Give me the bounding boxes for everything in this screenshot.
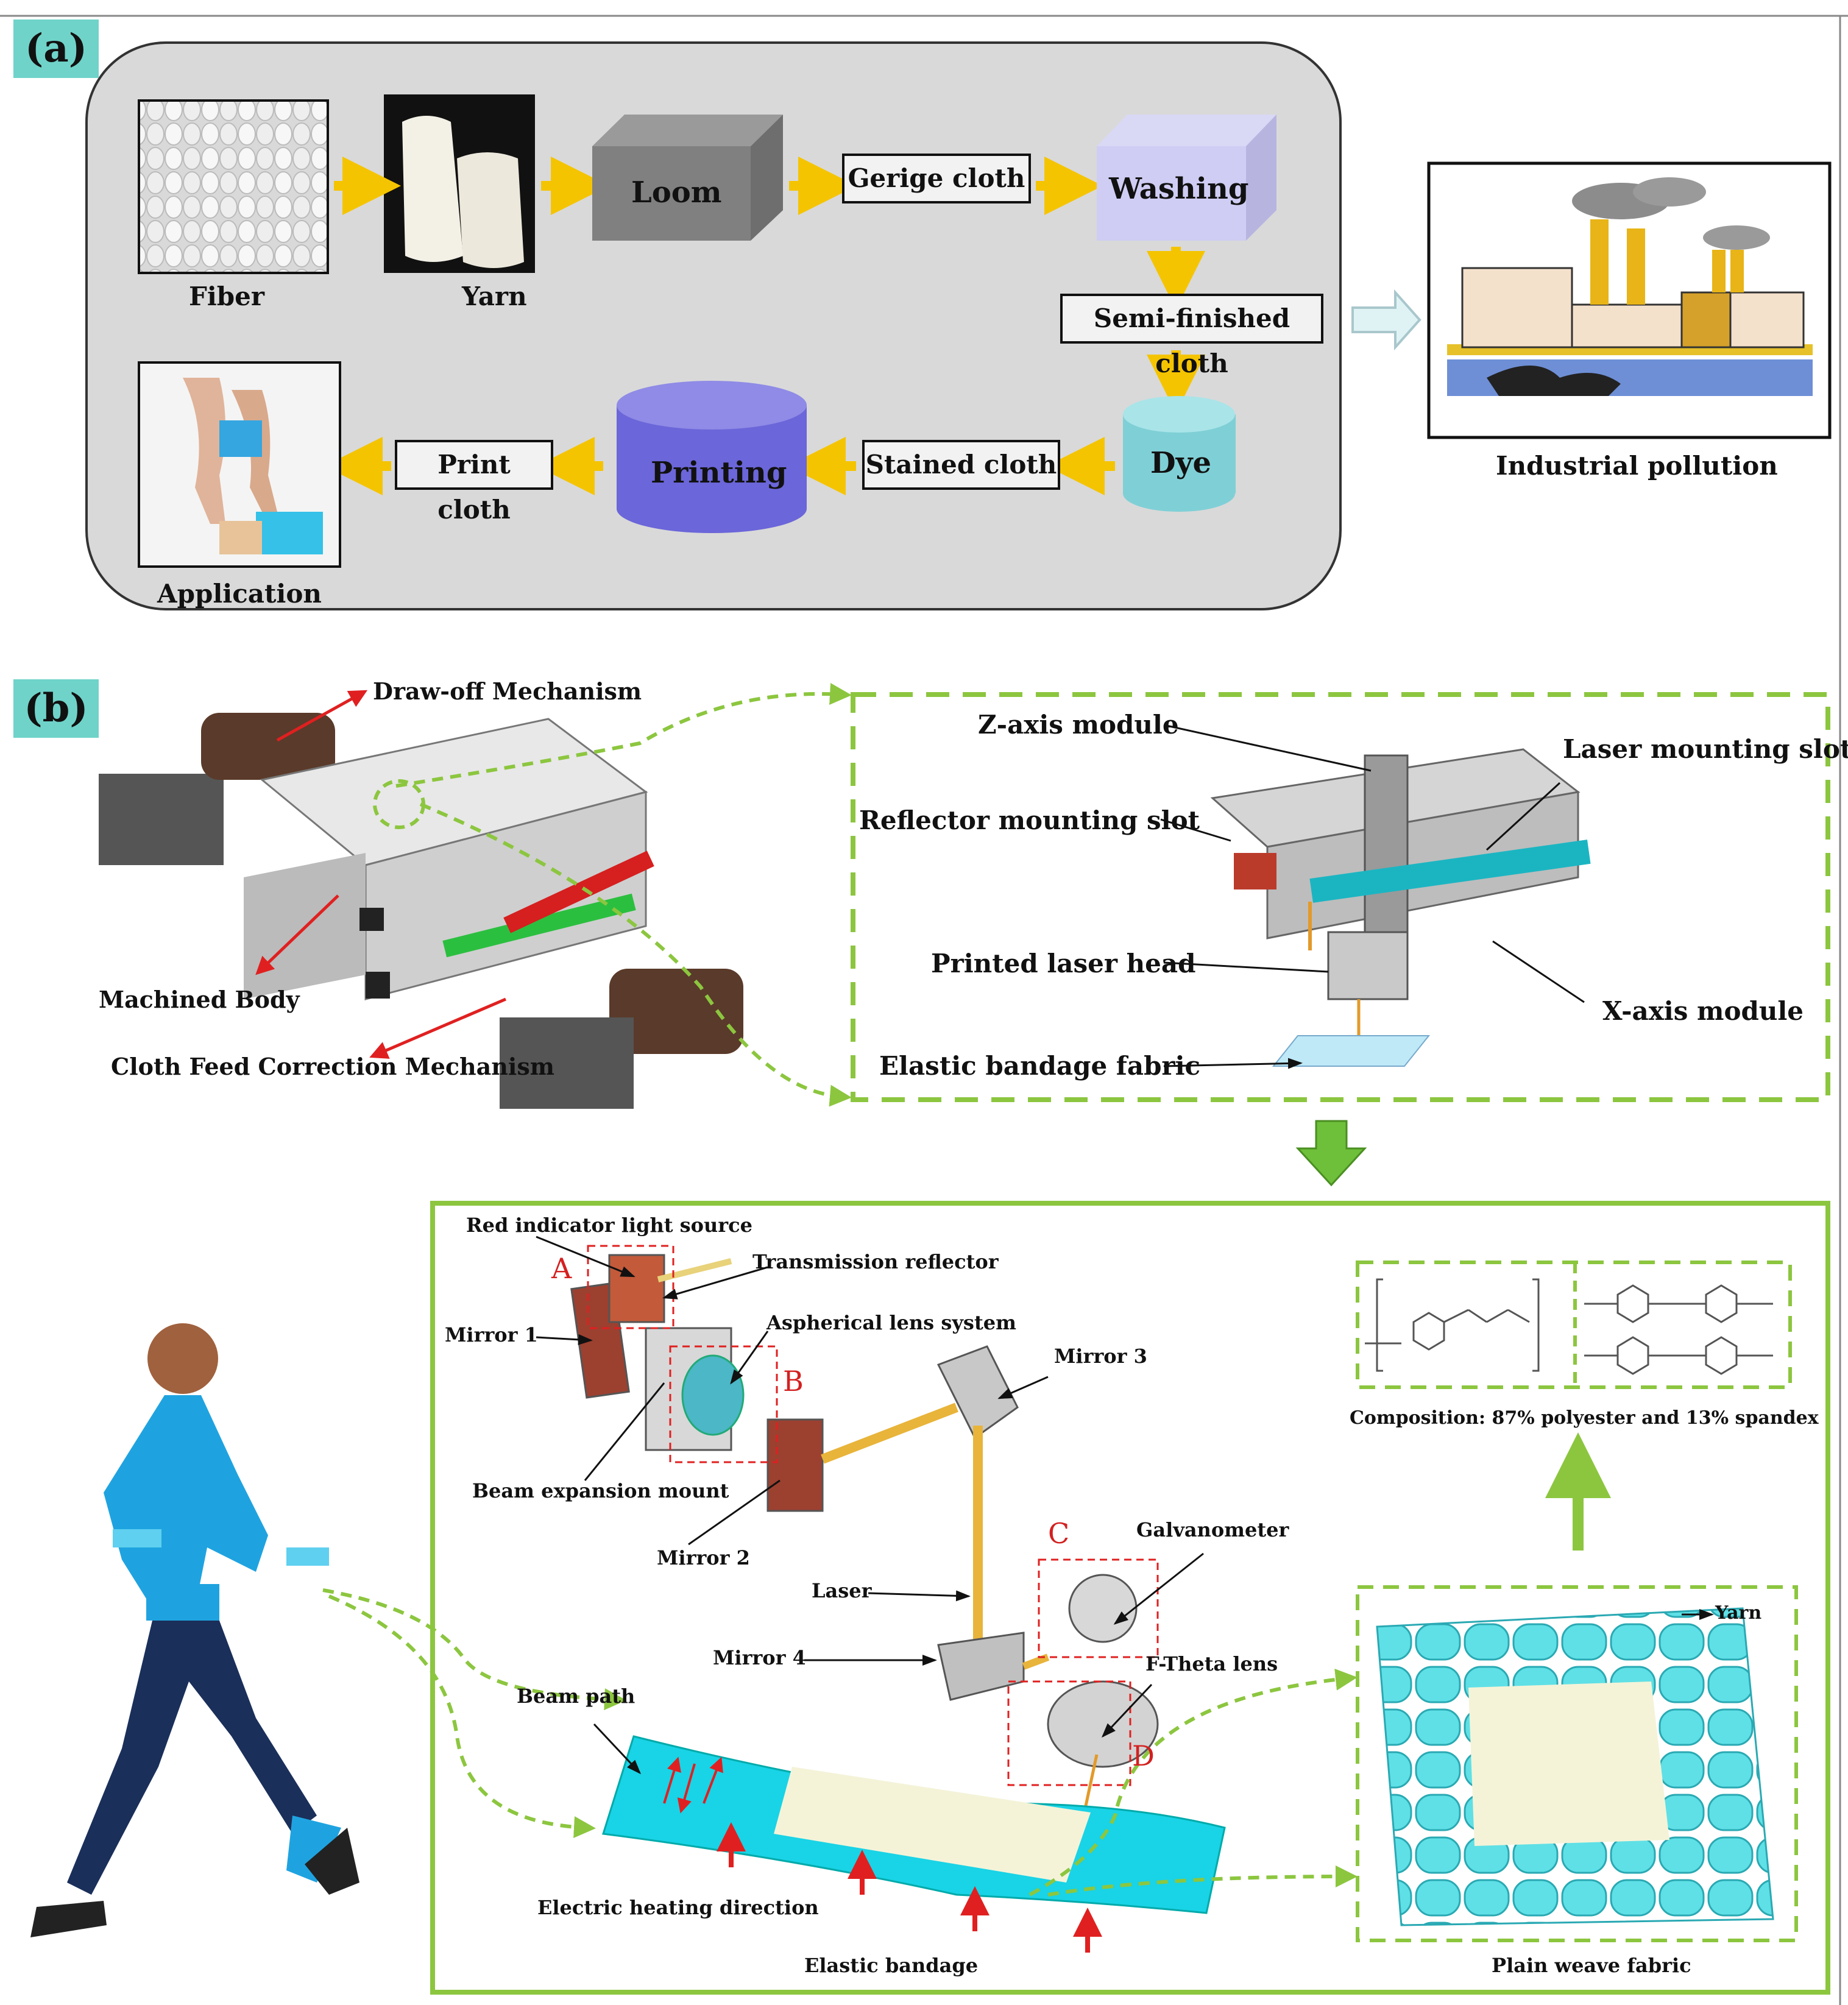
pollution-arrow: [1351, 289, 1421, 351]
mirror1-label: Mirror 1: [445, 1323, 538, 1346]
application-label: Application: [157, 579, 322, 609]
industrial-pollution-image: [1427, 161, 1832, 439]
runner-image: [30, 1323, 359, 1937]
transmission-label: Transmission reflector: [752, 1250, 999, 1273]
dye-label: Dye: [1150, 446, 1212, 480]
loom-cube: [592, 115, 783, 241]
z-axis-label: Z-axis module: [978, 710, 1179, 740]
yarn-image: [384, 94, 535, 273]
fiber-image: [138, 99, 329, 274]
optics-frame: [430, 1201, 1830, 1995]
mirror2-label: Mirror 2: [657, 1546, 750, 1569]
elastic-bandage-label: Elastic bandage: [804, 1954, 979, 1977]
down-arrow: [1295, 1120, 1367, 1187]
elastic-fabric-label: Elastic bandage fabric: [879, 1051, 1201, 1081]
marker-d: D: [1132, 1739, 1155, 1772]
beam-expansion-label: Beam expansion mount: [472, 1479, 729, 1502]
reflector-slot-label: Reflector mounting slot: [859, 805, 1200, 835]
panel-b-tag: (b): [13, 679, 99, 738]
ftheta-label: F-Theta lens: [1145, 1652, 1278, 1675]
galvanometer-label: Galvanometer: [1136, 1518, 1289, 1541]
laser-module-frame: [851, 692, 1830, 1102]
print-cloth-label: Print cloth: [395, 440, 553, 525]
printing-machine-image: [99, 713, 743, 1109]
laser-module-image: [1210, 748, 1591, 1067]
washing-label: Washing: [1109, 172, 1249, 206]
composition-label: Composition: 87% polyester and 13% spand…: [1350, 1407, 1819, 1429]
printing-label: Printing: [651, 456, 787, 490]
x-axis-label: X-axis module: [1602, 996, 1804, 1026]
mirror4-label: Mirror 4: [713, 1646, 806, 1669]
loom-label: Loom: [631, 175, 722, 210]
fiber-label: Fiber: [189, 281, 264, 311]
plain-weave-label: Plain weave fabric: [1492, 1954, 1691, 1977]
draw-off-label: Draw-off Mechanism: [373, 677, 642, 705]
panel-a-tag: (a): [13, 19, 99, 78]
optics-image: [570, 1254, 1159, 1883]
gerige-cloth-label: Gerige cloth: [842, 154, 1031, 203]
printing-cylinder: [617, 381, 807, 533]
laser-label: Laser: [812, 1579, 872, 1602]
laser-slot-label: Laser mounting slot: [1563, 734, 1848, 764]
semi-finished-cloth-label: Semi-finished cloth: [1060, 294, 1323, 378]
marker-a: A: [551, 1252, 572, 1285]
marker-c: C: [1048, 1517, 1070, 1550]
marker-b: B: [783, 1365, 804, 1398]
washing-cube: [1097, 115, 1276, 241]
heating-label: Electric heating direction: [537, 1896, 819, 1919]
application-image: [138, 361, 341, 568]
chemical-structure: [1365, 1278, 1773, 1375]
red-indicator-label: Red indicator light source: [466, 1214, 752, 1237]
yarn-pointer-label: Yarn: [1715, 1602, 1762, 1624]
dye-cylinder: [1123, 396, 1236, 512]
cloth-feed-label: Cloth Feed Correction Mechanism: [111, 1053, 554, 1080]
mirror3-label: Mirror 3: [1054, 1345, 1147, 1368]
beam-path-label: Beam path: [517, 1685, 635, 1708]
printed-head-label: Printed laser head: [931, 949, 1196, 978]
aspherical-label: Aspherical lens system: [766, 1311, 1016, 1334]
machined-body-label: Machined Body: [99, 986, 300, 1013]
pollution-label: Industrial pollution: [1496, 451, 1778, 481]
yarn-label: Yarn: [462, 281, 527, 311]
stained-cloth-label: Stained cloth: [862, 440, 1060, 490]
